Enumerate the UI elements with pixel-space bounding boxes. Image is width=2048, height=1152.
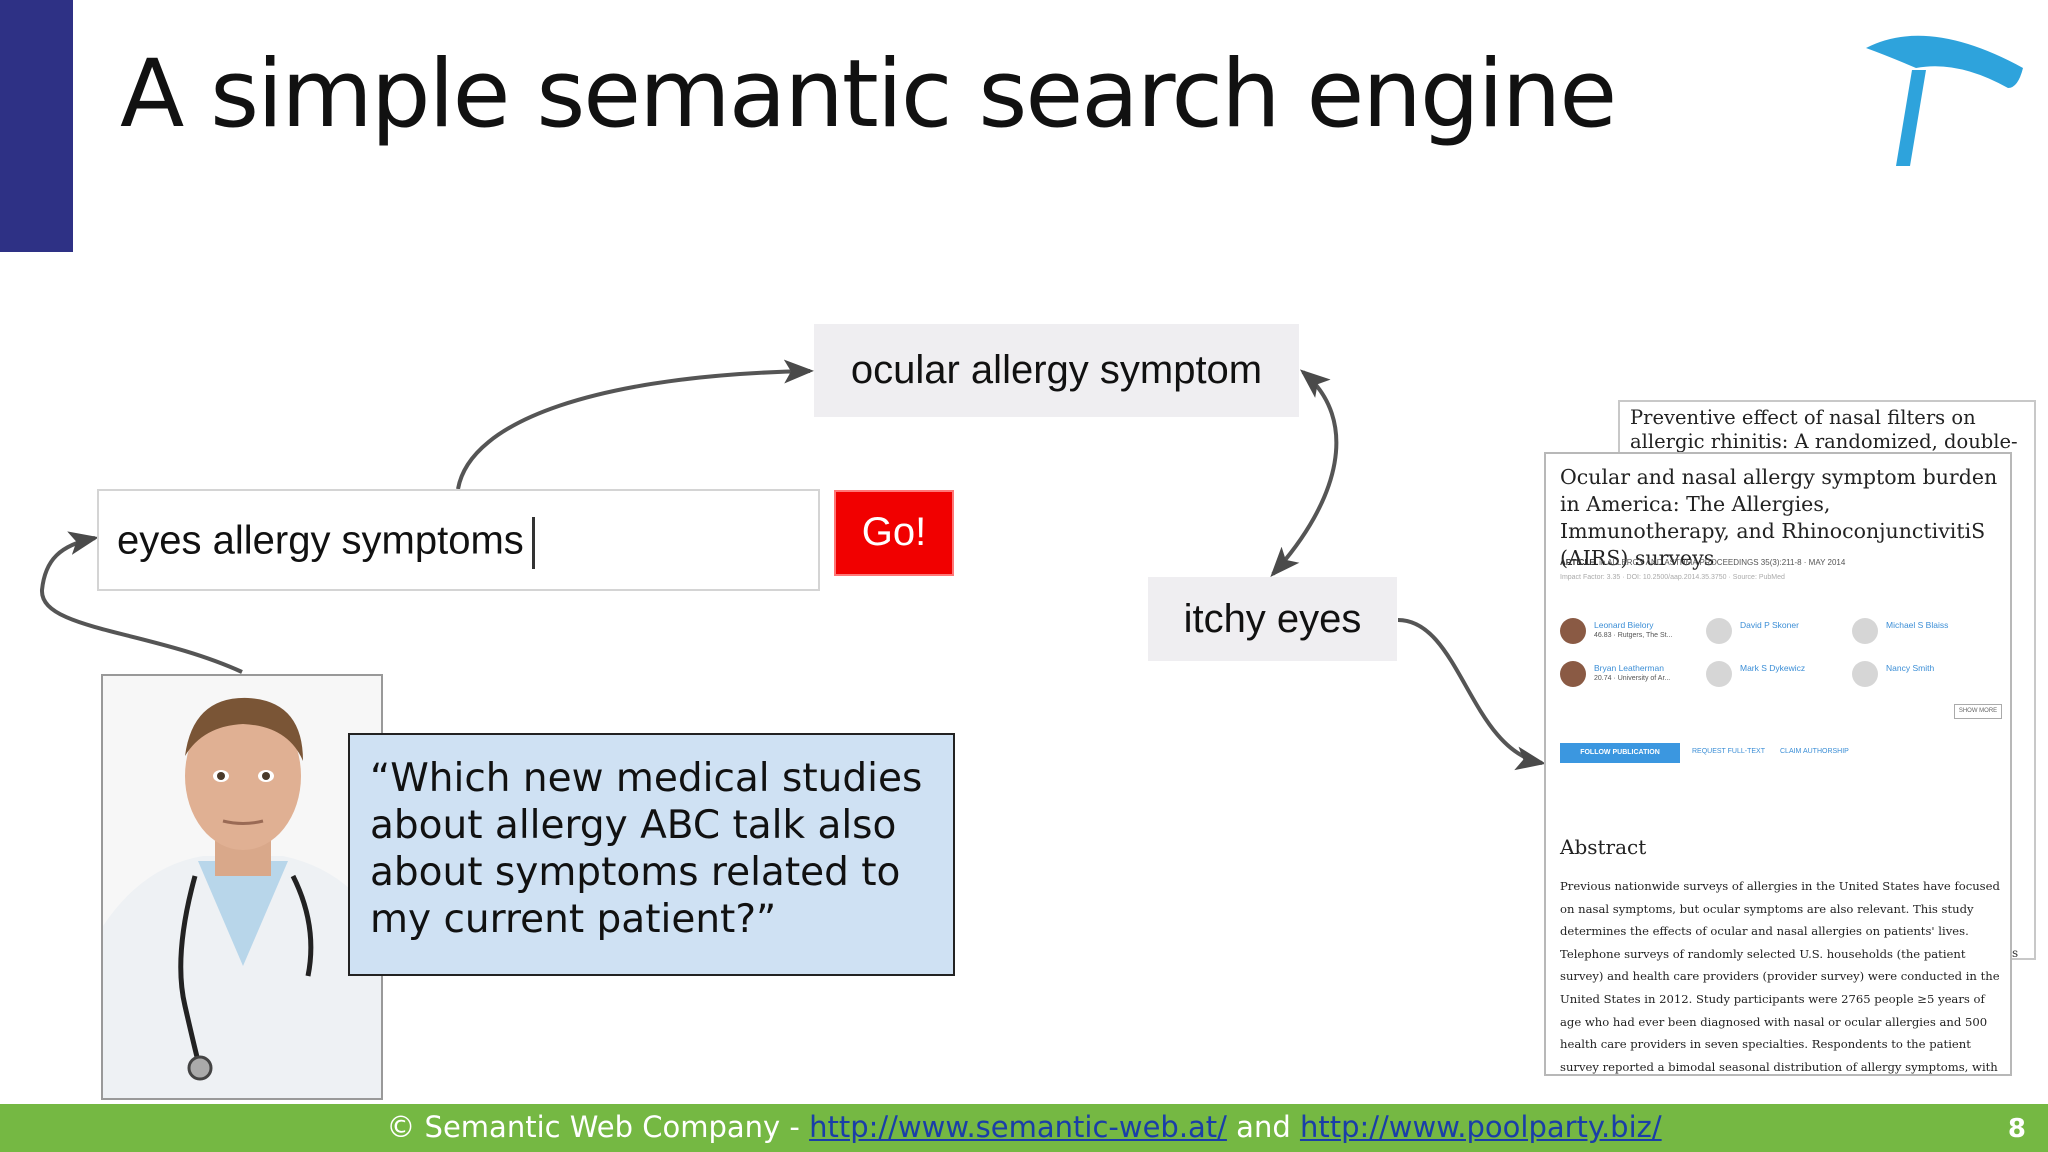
abstract-heading: Abstract (1560, 835, 1647, 859)
author-name: Leonard Bielory (1594, 620, 1654, 630)
document-card-front[interactable]: Ocular and nasal allergy symptom burden … (1544, 452, 2012, 1076)
request-full-text-link[interactable]: REQUEST FULL-TEXT (1692, 748, 1765, 755)
author-item[interactable]: Bryan Leatherman 20.74 · University of A… (1560, 661, 1710, 695)
document-title: Ocular and nasal allergy symptom burden … (1560, 465, 1998, 570)
document-back-edge-text: s (2012, 946, 2019, 960)
claim-authorship-link[interactable]: CLAIM AUTHORSHIP (1780, 748, 1849, 755)
search-input[interactable]: eyes allergy symptoms (97, 489, 820, 591)
accent-bar (0, 0, 73, 252)
go-button[interactable]: Go! (834, 490, 954, 576)
author-item[interactable]: Leonard Bielory 46.83 · Rutgers, The St.… (1560, 618, 1710, 652)
concept-ocular-allergy-symptom: ocular allergy symptom (814, 324, 1299, 417)
avatar (1560, 661, 1586, 687)
slide-title: A simple semantic search engine (120, 40, 1617, 149)
author-name: Michael S Blaiss (1886, 620, 1949, 630)
author-item[interactable]: David P Skoner (1706, 618, 1856, 652)
show-more-button[interactable]: SHOW MORE (1954, 704, 2002, 719)
abstract-text: Previous nationwide surveys of allergies… (1560, 879, 2000, 1074)
avatar (1706, 618, 1732, 644)
avatar (1560, 618, 1586, 644)
author-name: Nancy Smith (1886, 663, 1935, 673)
footer-and: and (1226, 1110, 1300, 1144)
avatar (1852, 661, 1878, 687)
doctor-illustration (103, 676, 381, 1098)
author-name: Bryan Leatherman (1594, 663, 1664, 673)
footer-bar: © Semantic Web Company - http://www.sema… (0, 1104, 2048, 1152)
author-item[interactable]: Mark S Dykewicz (1706, 661, 1856, 695)
arrow-itchy-to-document (1397, 618, 1546, 771)
author-item[interactable]: Michael S Blaiss (1852, 618, 2002, 652)
arrow-query-to-concept (456, 359, 814, 490)
footer-copyright: © Semantic Web Company - (386, 1110, 810, 1144)
document-back-title: Preventive effect of nasal filters on al… (1630, 406, 2018, 453)
patient-question-callout: “Which new medical studies about allergy… (348, 733, 955, 976)
author-affiliation: 20.74 · University of Ar... (1594, 675, 1671, 682)
concept-itchy-eyes: itchy eyes (1148, 577, 1397, 661)
author-item[interactable]: Nancy Smith (1852, 661, 2002, 695)
footer-link-semantic-web[interactable]: http://www.semantic-web.at/ (809, 1110, 1227, 1144)
page-number: 8 (2007, 1114, 2026, 1144)
avatar (1706, 661, 1732, 687)
search-query-text: eyes allergy symptoms (117, 517, 535, 569)
follow-publication-button[interactable]: FOLLOW PUBLICATION (1560, 743, 1680, 763)
author-name: Mark S Dykewicz (1740, 663, 1806, 673)
footer-text: © Semantic Web Company - http://www.sema… (0, 1110, 2048, 1144)
avatar (1852, 618, 1878, 644)
footer-link-poolparty[interactable]: http://www.poolparty.biz/ (1299, 1110, 1662, 1144)
author-affiliation: 46.83 · Rutgers, The St... (1594, 632, 1673, 639)
document-journal: ARTICLE in ALLERGY AND ASTHMA PROCEEDING… (1560, 558, 1846, 567)
poolparty-logo-icon (1866, 35, 2023, 166)
text-caret (531, 517, 535, 569)
document-meta: Impact Factor: 3.35 · DOI: 10.2500/aap.2… (1560, 574, 1785, 581)
author-name: David P Skoner (1740, 620, 1799, 630)
doctor-photo (101, 674, 383, 1100)
